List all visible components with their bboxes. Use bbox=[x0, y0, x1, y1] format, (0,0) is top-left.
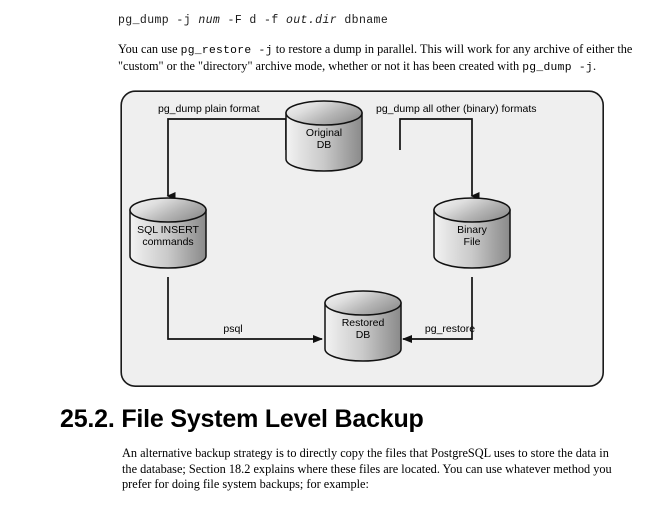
code-segment-2: -F d -f bbox=[220, 14, 286, 27]
inline-code-pg-restore: pg_restore -j bbox=[180, 45, 273, 57]
node-original-db: Original DB bbox=[285, 100, 363, 172]
edge-psql bbox=[167, 277, 323, 343]
node-original-db-line1: Original bbox=[306, 127, 342, 139]
intro-text-2: to restore a dump in parallel. This will… bbox=[118, 42, 633, 73]
node-restored-db-line1: Restored bbox=[342, 317, 385, 329]
section-heading: 25.2. File System Level Backup bbox=[60, 405, 424, 433]
diagram-panel bbox=[120, 90, 605, 388]
inline-code-pg-dump: pg_dump -j bbox=[522, 61, 594, 74]
node-restored-db: Restored DB bbox=[324, 290, 402, 362]
node-restored-db-line2: DB bbox=[356, 329, 371, 341]
code-block-pg-dump: pg_dump -j num -F d -f out.dir dbname bbox=[118, 14, 388, 27]
node-binary-file-line2: File bbox=[464, 236, 481, 248]
edge-label-pg-dump-binary: pg_dump all other (binary) formats bbox=[376, 103, 537, 115]
intro-text-3: . bbox=[593, 58, 597, 73]
code-segment-3: out.dir bbox=[285, 14, 338, 27]
edge-pg-restore bbox=[402, 277, 473, 343]
code-segment-4: dbname bbox=[337, 14, 389, 27]
node-sql-insert-line1: SQL INSERT bbox=[137, 224, 199, 236]
section-body-paragraph: An alternative backup strategy is to dir… bbox=[122, 446, 612, 491]
edge-label-pg-dump-plain: pg_dump plain format bbox=[158, 103, 260, 115]
intro-paragraph: You can use pg_restore -j to restore a d… bbox=[118, 42, 638, 75]
node-sql-insert-line2: commands bbox=[142, 236, 193, 248]
edge-pg-dump-binary bbox=[399, 118, 480, 200]
node-binary-file-line1: Binary bbox=[457, 224, 488, 236]
code-segment-0: pg_dump -j bbox=[118, 14, 199, 27]
edge-label-pg-restore: pg_restore bbox=[425, 323, 475, 335]
node-sql-insert-commands: SQL INSERT commands bbox=[129, 197, 207, 269]
edge-label-psql: psql bbox=[223, 323, 242, 335]
intro-text-1: You can use bbox=[118, 42, 181, 56]
code-segment-1: num bbox=[198, 14, 221, 27]
node-binary-file: Binary File bbox=[433, 197, 511, 269]
backup-workflow-diagram: Original DB SQL INSERT commands Binary F… bbox=[120, 90, 605, 388]
node-original-db-line2: DB bbox=[317, 139, 332, 151]
